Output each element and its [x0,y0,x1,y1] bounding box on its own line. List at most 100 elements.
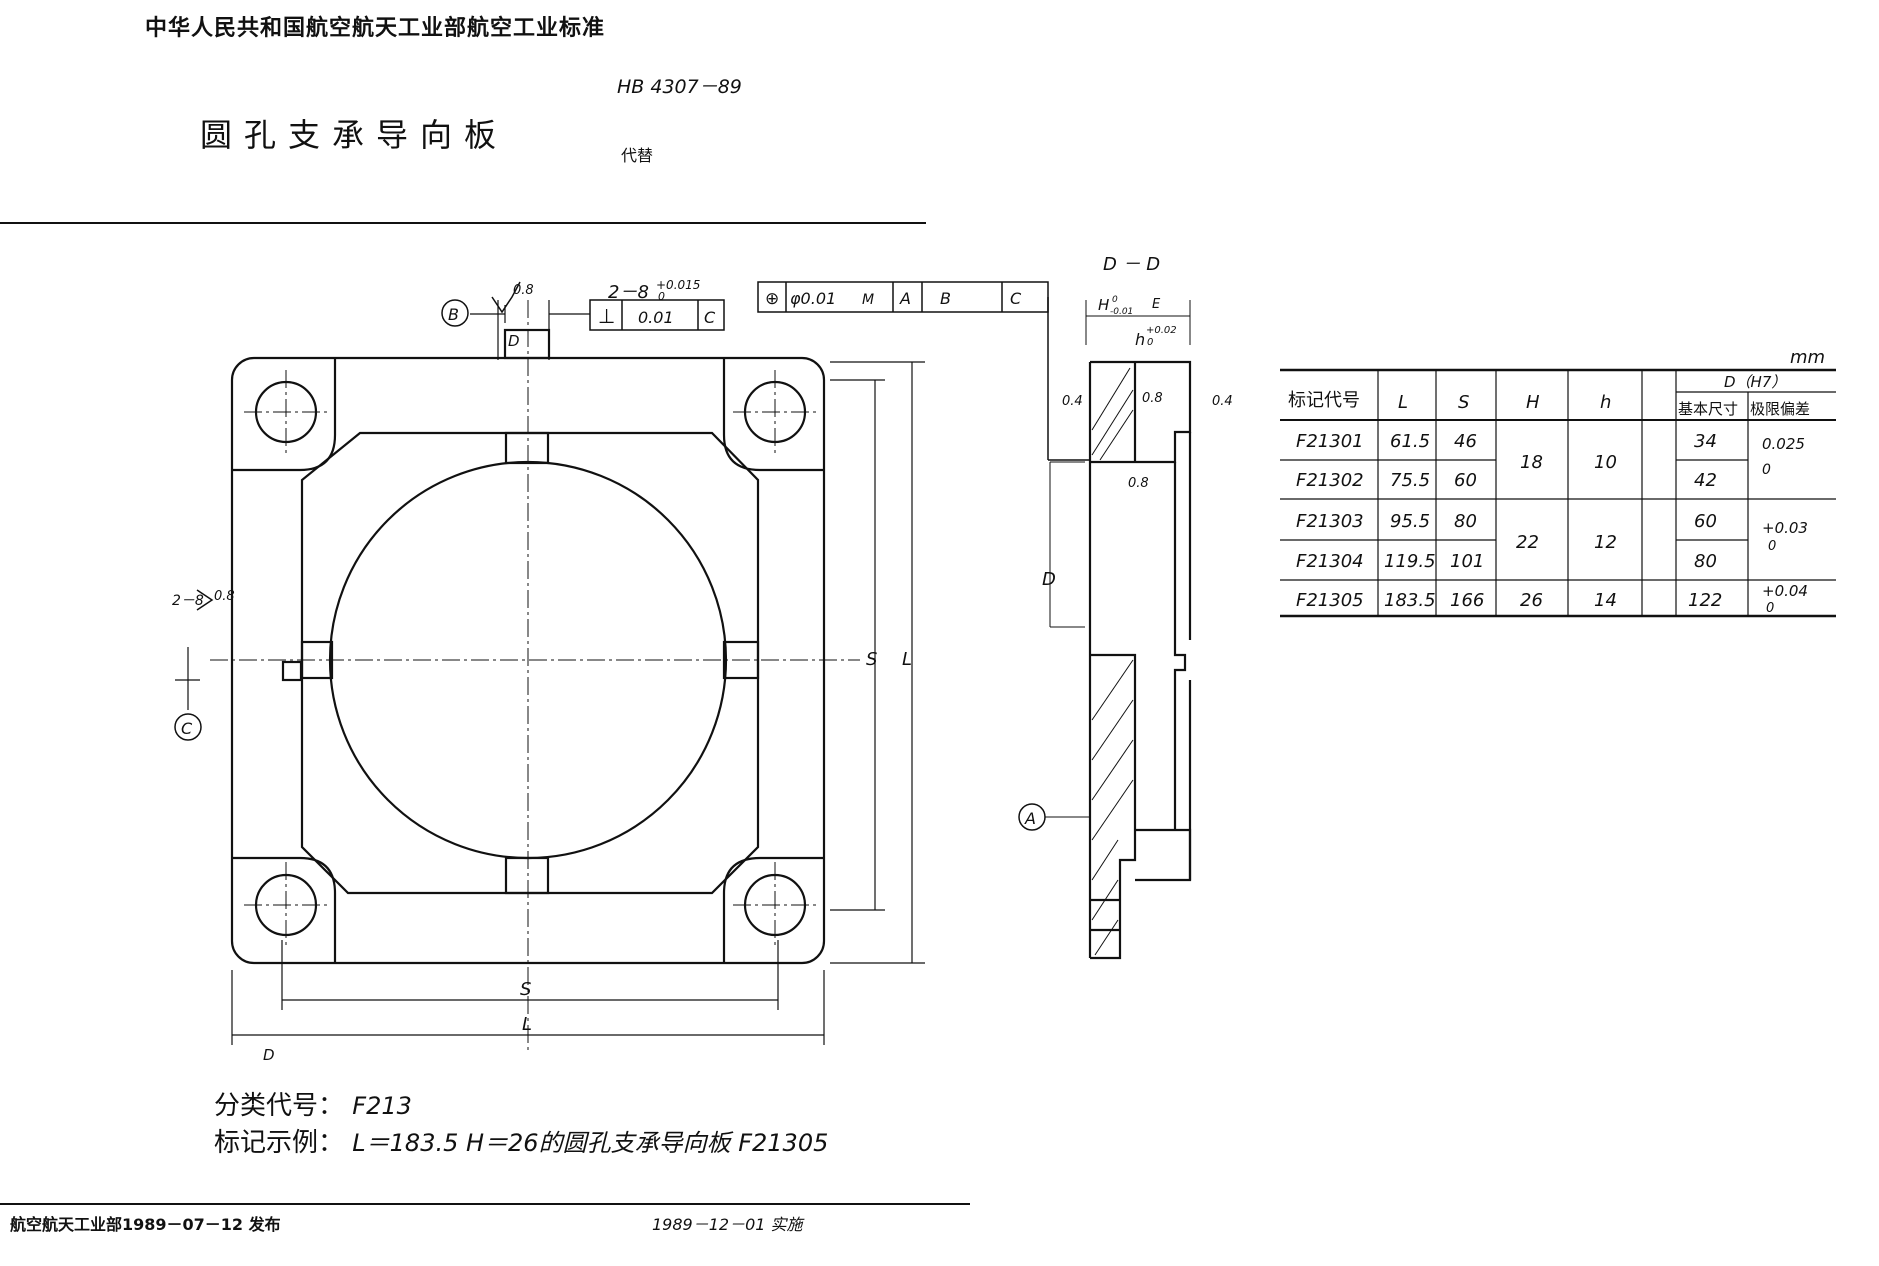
table-unit: mm [1790,347,1826,368]
dev-1-lower: 0 [1762,462,1771,478]
classification-value: F213 [352,1092,412,1120]
corner-pocket-tr [722,358,824,472]
section-label: D － D [1103,254,1160,275]
row-4-d: 80 [1694,551,1717,572]
dim-d-bottom: D [263,1046,275,1064]
classification-note: 分类代号： F213 [214,1085,412,1122]
row-1-l: 61.5 [1390,431,1430,452]
row-2-s: 60 [1454,470,1477,491]
roughness-mark-top [491,281,521,314]
dev-2-lower: 0 [1768,539,1776,554]
merged-small-h-1: 10 [1594,452,1617,473]
hole-tolerance-top: 2－8 [608,282,649,303]
document-title: 圆孔支承导向板 [200,116,509,154]
position-value: φ0.01 [790,289,836,308]
section-hatching [1045,300,1191,956]
inner-recess [300,431,760,895]
position-datum-b: B [940,289,951,308]
footer-issue-date: 航空航天工业部1989－07－12 发布 [10,1215,281,1234]
svg-text:0: 0 [1147,337,1153,348]
perpendicularity-value: 0.01 [638,308,674,327]
replaces-label: 代替 [621,146,654,165]
row-4-code: F21304 [1296,551,1364,572]
svg-text:-0.01: -0.01 [1110,307,1133,317]
hole-tolerance-sub: 0 [658,290,665,303]
row-3-l: 95.5 [1390,511,1430,532]
position-datum-c: C [1010,289,1022,308]
marking-example-note: 标记示例： L＝183.5 H＝26的圆孔支承导向板 F21305 [214,1122,828,1159]
header-d-dev: 极限偏差 [1750,400,1810,418]
row-3-d: 60 [1694,511,1717,532]
position-datum-a: A [899,289,911,308]
section-roughness-2: 0.8 [1142,391,1163,406]
standard-code: HB 4307－89 [617,76,742,98]
slot-top [504,431,550,465]
roughness-mark-left [196,589,214,611]
row-1-d: 34 [1694,431,1717,452]
row-5-l: 183.5 [1384,590,1436,611]
row-3-s: 80 [1454,511,1477,532]
header-big-h: H [1526,392,1540,413]
dim-d-top: D [508,332,520,350]
header-l: L [1398,392,1408,413]
row-5-d: 122 [1688,590,1722,611]
corner-pocket-tl [232,358,337,472]
row-5-code: F21305 [1296,590,1364,611]
dim-d-vertical: D [1042,569,1056,590]
dim-l-vertical: L [902,649,912,670]
section-roughness-04b: 0.4 [1212,394,1233,409]
row-4-l: 119.5 [1384,551,1436,572]
marking-label: 标记示例： [214,1128,345,1158]
footer-rule [0,1203,970,1205]
header-code: 标记代号 [1288,390,1360,411]
row-5-s: 166 [1450,590,1484,611]
row-1-code: F21301 [1296,431,1364,452]
e-mark: E [1152,297,1161,312]
classification-label: 分类代号： [214,1091,345,1121]
datum-b-circle [441,299,469,327]
roughness-top-label: 0.8 [513,283,534,298]
dev-3-lower: 0 [1766,601,1774,616]
row-3-code: F21303 [1296,511,1364,532]
position-modifier: M [862,292,874,308]
datum-c-circle [174,713,202,741]
dim-l-horizontal: L [522,1014,532,1035]
merged-small-h-3: 14 [1594,590,1617,611]
merged-h-2: 22 [1516,532,1539,553]
hole-tolerance-sup: +0.015 [656,278,700,292]
header-rule [0,222,926,224]
section-h-tolerance: H [1098,296,1109,314]
perpendicularity-frame [589,299,725,331]
marking-value: L＝183.5 H＝26的圆孔支承导向板 F21305 [352,1129,829,1157]
dev-3-upper: +0.04 [1762,582,1808,600]
merged-small-h-2: 12 [1594,532,1617,553]
header-d-basic: 基本尺寸 [1678,400,1738,418]
hole-tolerance-left: 2－8 [172,593,204,609]
corner-pocket-bl [232,856,337,963]
datum-b-label: B [448,305,459,324]
header-d-group: D（H7） [1724,373,1786,391]
dev-2-upper: +0.03 [1762,519,1808,537]
row-4-s: 101 [1450,551,1484,572]
section-small-h: h [1135,330,1145,349]
dim-s-horizontal: S [520,979,531,1000]
section-view [1088,360,1192,960]
header-s: S [1458,392,1469,413]
svg-text:⊕: ⊕ [765,289,779,309]
merged-h-3: 26 [1520,590,1543,611]
dimension-table: 标记代号 L S H h D（H7） 基本尺寸 极限偏差 F21301 61.5… [1280,368,1836,618]
row-2-d: 42 [1694,470,1717,491]
slot-bottom [504,856,550,895]
section-roughness-04: 0.4 [1062,394,1083,409]
section-roughness: 0.8 [1128,476,1149,491]
row-1-s: 46 [1454,431,1477,452]
row-2-l: 75.5 [1390,470,1430,491]
row-2-code: F21302 [1296,470,1364,491]
roughness-left-label: 0.8 [214,589,235,604]
perpendicularity-datum: C [704,308,716,327]
dim-s-vertical: S [866,649,877,670]
perpendicularity-symbol: ⊥ [598,304,615,328]
datum-c-label: C [181,719,193,738]
issuing-organization: 中华人民共和国航空航天工业部航空工业标准 [145,16,606,41]
